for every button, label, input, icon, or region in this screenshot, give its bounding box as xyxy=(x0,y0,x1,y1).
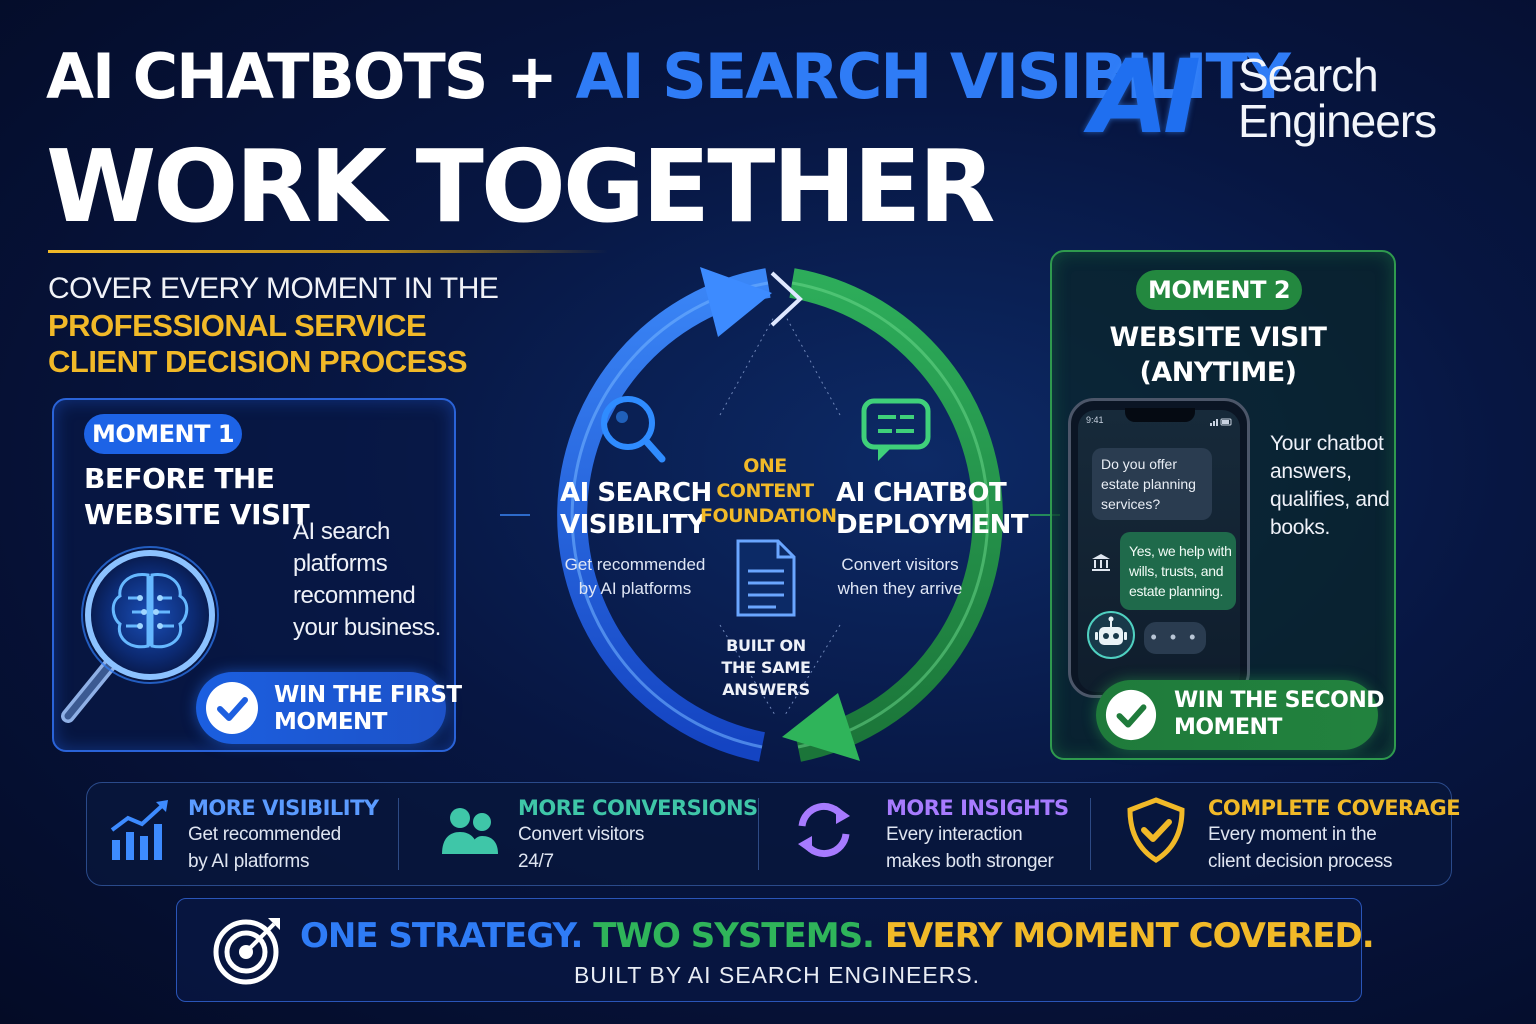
logo-line1: Search xyxy=(1238,49,1379,101)
tagline-part1: ONE STRATEGY. xyxy=(300,916,594,956)
moment2-text-line: Your chatbot xyxy=(1270,432,1384,455)
benefit-desc-line1: Convert visitors xyxy=(518,824,645,845)
target-icon xyxy=(213,918,280,985)
chat-question-line: Do you offer xyxy=(1101,456,1178,472)
moment2-text-line: qualifies, and xyxy=(1270,488,1390,511)
benefit-title-text: MORE CONVERSIONS xyxy=(518,796,758,820)
title-divider xyxy=(48,250,608,253)
moment2-text-line: answers, xyxy=(1270,460,1352,483)
ai-search-title-line1: AI SEARCH xyxy=(560,478,712,508)
ai-chatbot-title-line2: DEPLOYMENT xyxy=(836,510,1029,540)
ai-search-desc-line2: by AI platforms xyxy=(578,579,692,598)
moment2-heading-line2: (ANYTIME) xyxy=(1139,357,1298,388)
tagline: ONE STRATEGY. TWO SYSTEMS. EVERY MOMENT … xyxy=(300,916,1375,956)
benefit-title: MORE VISIBILITY xyxy=(188,796,379,820)
benefit-desc-line1: Get recommended xyxy=(188,824,341,845)
moment2-heading-line1: WEBSITE VISIT xyxy=(1109,322,1327,353)
moment1-heading-line1: BEFORE THE xyxy=(84,462,275,495)
foundation-line: CONTENT xyxy=(716,480,814,502)
ai-search-desc-line1: Get recommended xyxy=(564,555,706,574)
chat-question-line: estate planning xyxy=(1101,476,1196,492)
phone-status-time: 9:41 xyxy=(1086,415,1104,425)
benefit-desc-line1: Every interaction xyxy=(886,824,1023,845)
company-logo: AI Search Engineers xyxy=(1090,38,1510,157)
benefit-divider xyxy=(758,798,759,870)
benefits-strip xyxy=(86,782,1452,886)
refresh-cycle-icon xyxy=(798,803,850,857)
moment1-text-line: recommend xyxy=(293,582,416,609)
foundation-line: FOUNDATION xyxy=(700,505,837,527)
built-on-line: THE SAME xyxy=(721,658,811,677)
logo-mark: AI xyxy=(1090,38,1201,157)
moment1-text-line: AI search xyxy=(293,518,390,545)
built-by-text: BUILT BY AI SEARCH ENGINEERS. xyxy=(573,962,981,988)
moment1-text-line: platforms xyxy=(293,550,388,577)
win-second-moment-line1: WIN THE SECOND xyxy=(1174,688,1385,713)
chat-answer-line: wills, trusts, and xyxy=(1129,563,1224,579)
benefit-title-text: MORE INSIGHTS xyxy=(886,796,1069,820)
benefit-title: COMPLETE COVERAGE xyxy=(1208,796,1461,820)
subtitle-line3: CLIENT DECISION PROCESS xyxy=(48,344,468,379)
subtitle-line2: PROFESSIONAL SERVICE xyxy=(48,308,427,343)
moment2-badge: MOMENT 2 xyxy=(1136,270,1302,310)
benefit-desc-line2: makes both stronger xyxy=(886,851,1054,872)
moment1-text-line: your business. xyxy=(293,614,441,641)
bank-icon xyxy=(1092,554,1110,571)
benefit-desc-line2: client decision process xyxy=(1208,851,1393,872)
benefit-divider xyxy=(398,798,399,870)
moment2-text-line: books. xyxy=(1270,516,1331,539)
brain-magnifier-icon xyxy=(61,546,219,723)
benefit-divider xyxy=(1090,798,1091,870)
benefit-title: MORE CONVERSIONS xyxy=(518,796,758,820)
moment1-badge: MOMENT 1 xyxy=(84,414,242,454)
built-on-line: BUILT ON xyxy=(726,636,806,655)
logo-line2: Engineers xyxy=(1238,95,1437,147)
check-circle-icon xyxy=(1105,689,1157,741)
chat-question-line: services? xyxy=(1101,496,1161,512)
chat-answer-line: Yes, we help with xyxy=(1129,543,1232,559)
phone-notch xyxy=(1125,408,1195,422)
win-first-moment-line2: MOMENT xyxy=(274,709,387,735)
users-icon xyxy=(442,808,498,854)
check-circle-icon xyxy=(206,682,258,734)
tagline-part3: EVERY MOMENT COVERED. xyxy=(884,916,1375,956)
chat-question-bubble xyxy=(1092,448,1212,520)
benefit-desc-line2: 24/7 xyxy=(518,851,554,872)
tagline-part2: TWO SYSTEMS. xyxy=(593,916,885,956)
bottom-banner xyxy=(176,898,1362,1002)
built-on-line: ANSWERS xyxy=(722,680,810,699)
moment1-heading-line2: WEBSITE VISIT xyxy=(84,498,310,531)
benefit-desc-line1: Every moment in the xyxy=(1208,824,1377,845)
subtitle-line1: COVER EVERY MOMENT IN THE xyxy=(48,272,499,305)
foundation-line: ONE xyxy=(743,455,787,477)
benefit-title-text: COMPLETE COVERAGE xyxy=(1208,796,1461,820)
main-title-line1: AI CHATBOTS + AI SEARCH VISIBILITY xyxy=(46,40,1291,113)
title-part1: AI CHATBOTS + xyxy=(46,40,576,113)
shield-check-icon xyxy=(1127,797,1185,863)
search-icon xyxy=(601,396,666,463)
chat-bubble-icon xyxy=(861,398,931,461)
main-title-line2: WORK TOGETHER xyxy=(46,128,995,245)
cycle-diagram xyxy=(500,267,1060,762)
chat-answer-bubble xyxy=(1120,532,1236,610)
benefit-title: MORE INSIGHTS xyxy=(886,796,1069,820)
ai-chatbot-desc-line1: Convert visitors xyxy=(841,555,959,574)
benefit-desc-line2: by AI platforms xyxy=(188,851,310,872)
chat-answer-line: estate planning. xyxy=(1129,583,1224,599)
robot-avatar-icon xyxy=(1087,611,1135,659)
ai-chatbot-desc-line2: when they arrive xyxy=(837,579,963,598)
win-first-moment-line1: WIN THE FIRST xyxy=(274,682,462,708)
ai-search-title-line2: VISIBILITY xyxy=(560,510,706,540)
growth-chart-icon xyxy=(110,800,168,860)
win-second-moment-line2: MOMENT xyxy=(1174,715,1282,740)
typing-indicator: • • • xyxy=(1144,622,1206,654)
document-icon xyxy=(736,539,796,617)
ai-chatbot-title-line1: AI CHATBOT xyxy=(836,478,1007,508)
signal-battery-icon xyxy=(1210,418,1232,426)
benefit-title-text: MORE VISIBILITY xyxy=(188,796,379,820)
title-part2: AI SEARCH VISIBILITY xyxy=(575,40,1291,113)
